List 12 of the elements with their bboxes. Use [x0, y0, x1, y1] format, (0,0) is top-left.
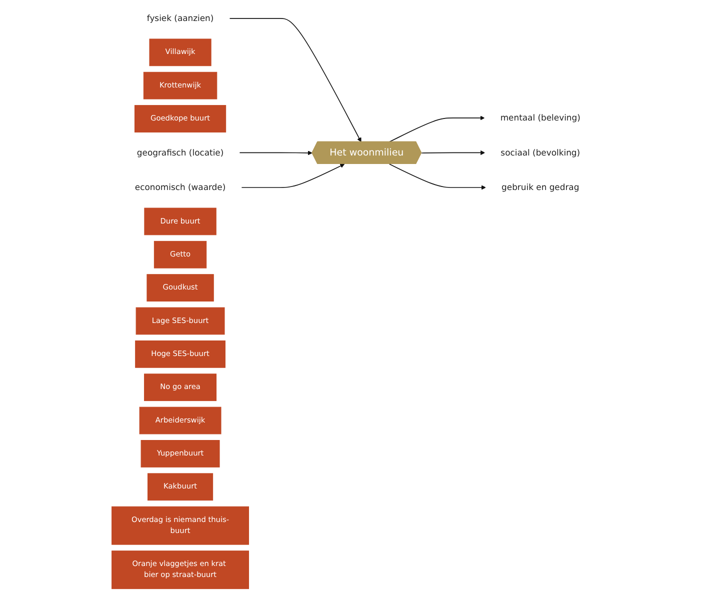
node-text: economisch (waarde): [134, 182, 226, 192]
arrow: [421, 150, 486, 156]
node-text: gebruik en gedrag: [502, 182, 580, 192]
node-text: mentaal (beleving): [500, 112, 580, 123]
arrow: [388, 164, 486, 190]
node-text: geografisch (locatie): [136, 147, 224, 158]
node-text: fysiek (aanzien): [146, 13, 214, 24]
arrow: [241, 164, 345, 188]
node-text: sociaal (bevolking): [500, 147, 580, 158]
arrow: [239, 150, 312, 156]
arrow: [388, 116, 485, 142]
arrow: [229, 18, 362, 142]
